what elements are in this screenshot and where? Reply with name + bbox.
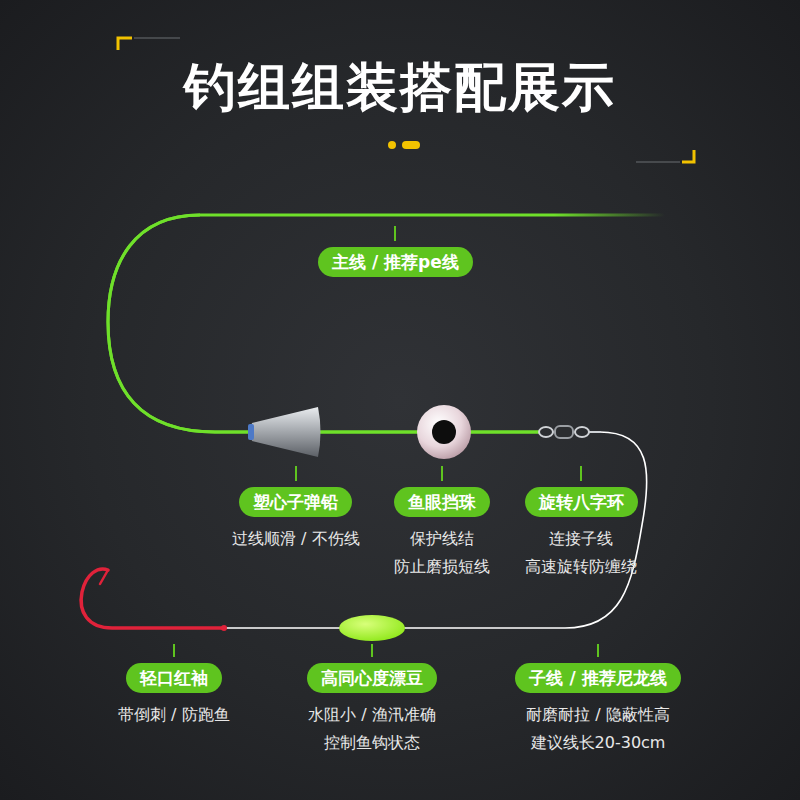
part-description: 耐磨耐拉 / 隐蔽性高 建议线长20-30cm — [512, 701, 684, 757]
bullet-sinker — [248, 407, 321, 457]
label-pill: 子线 / 推荐尼龙线 — [515, 663, 680, 693]
dot-decoration — [388, 141, 420, 149]
part-label: 鱼眼挡珠保护线结 防止磨损短线 — [390, 487, 494, 581]
callout-tick — [174, 226, 598, 657]
part-description: 保护线结 防止磨损短线 — [390, 525, 494, 581]
swivel — [539, 426, 601, 438]
label-pill: 旋转八字环 — [525, 487, 638, 517]
float-bean — [339, 615, 405, 641]
part-label: 高同心度漂豆水阻小 / 渔汛准确 控制鱼钩状态 — [297, 663, 447, 757]
label-pill: 高同心度漂豆 — [307, 663, 437, 693]
part-label: 轻口红袖带倒刺 / 防跑鱼 — [118, 663, 230, 729]
part-label: 主线 / 推荐pe线 — [318, 247, 473, 277]
label-pill: 轻口红袖 — [126, 663, 222, 693]
page-title: 钓组组装搭配展示 — [0, 52, 800, 122]
part-description: 水阻小 / 渔汛准确 控制鱼钩状态 — [297, 701, 447, 757]
part-description: 连接子线 高速旋转防缠绕 — [522, 525, 640, 581]
label-pill: 塑心子弹铅 — [239, 487, 352, 517]
part-label: 旋转八字环连接子线 高速旋转防缠绕 — [522, 487, 640, 581]
main-line — [108, 215, 540, 432]
part-label: 子线 / 推荐尼龙线耐磨耐拉 / 隐蔽性高 建议线长20-30cm — [512, 663, 684, 757]
label-pill: 鱼眼挡珠 — [394, 487, 490, 517]
fish-eye-bead — [417, 405, 471, 459]
part-description: 带倒刺 / 防跑鱼 — [118, 701, 230, 729]
leader-line — [222, 432, 647, 628]
label-pill: 主线 / 推荐pe线 — [318, 247, 473, 277]
main-line — [108, 215, 665, 432]
red-hook — [81, 569, 227, 631]
part-description: 过线顺滑 / 不伤线 — [232, 525, 360, 553]
part-label: 塑心子弹铅过线顺滑 / 不伤线 — [232, 487, 360, 553]
